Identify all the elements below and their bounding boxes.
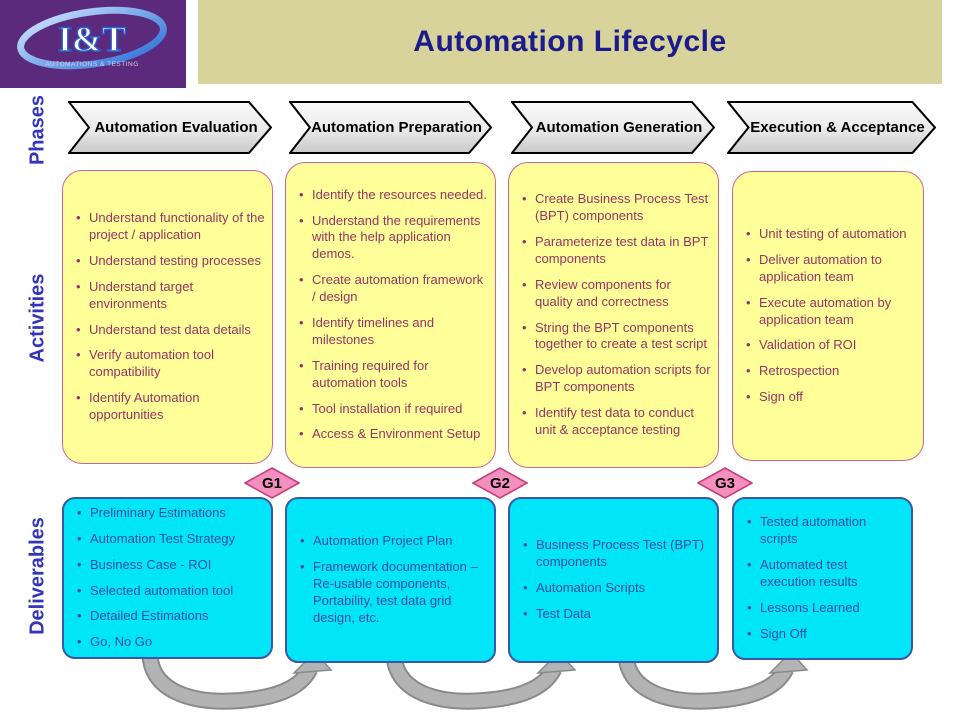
bullet-item: Execute automation by application team [746, 295, 917, 329]
bullet-item: Test Data [523, 606, 711, 623]
phase-arrow-automation-preparation: Automation Preparation [289, 101, 492, 154]
deliverables-box-automation-preparation: Automation Project PlanFramework documen… [285, 497, 496, 663]
phase-arrow-execution-acceptance: Execution & Acceptance [727, 101, 936, 154]
bullet-item: Automation Test Strategy [77, 531, 265, 548]
logo-panel: I&T AUTOMATIONS & TESTING [0, 0, 186, 88]
gate-g3: G3 [697, 467, 753, 499]
activities-box-execution-acceptance: Unit testing of automationDeliver automa… [732, 171, 924, 461]
bullet-item: Go, No Go [77, 634, 265, 651]
flow-arrows [141, 651, 809, 710]
bullet-item: Access & Environment Setup [299, 426, 489, 443]
bullet-item: Review components for quality and correc… [522, 277, 712, 311]
bullet-item: Identify timelines and milestones [299, 315, 489, 349]
activities-list: Understand functionality of the project … [63, 202, 272, 432]
deliverables-list: Business Process Test (BPT) componentsAu… [510, 529, 717, 631]
activities-box-automation-generation: Create Business Process Test (BPT) compo… [508, 162, 719, 468]
gate-g1: G1 [244, 467, 300, 499]
bullet-item: Business Process Test (BPT) components [523, 537, 711, 571]
bullet-item: Automated test execution results [747, 557, 905, 591]
bullet-item: Identify the resources needed. [299, 187, 489, 204]
chevron-arrow-icon [511, 101, 715, 154]
bullet-item: Business Case - ROI [77, 557, 265, 574]
bullet-item: Sign Off [747, 626, 905, 643]
deliverables-box-automation-evaluation: Preliminary EstimationsAutomation Test S… [62, 497, 273, 659]
row-label-activities: Activities [26, 273, 49, 363]
chevron-arrow-icon [68, 101, 272, 154]
activities-box-automation-preparation: Identify the resources needed. Understand… [285, 162, 496, 468]
deliverables-box-automation-generation: Business Process Test (BPT) componentsAu… [508, 497, 719, 663]
bullet-item: Identify Automation opportunities [76, 390, 266, 424]
bullet-item: Automation Project Plan [300, 533, 488, 550]
gate-label: G1 [261, 474, 282, 492]
bullet-item: Understand functionality of the project … [76, 210, 266, 244]
bullet-item: Training required for automation tools [299, 358, 489, 392]
diamond-icon [697, 467, 753, 499]
bullet-item: Unit testing of automation [746, 226, 917, 243]
deliverables-box-execution-acceptance: Tested automation scriptsAutomated test … [732, 497, 913, 660]
bullet-item: Validation of ROI [746, 337, 917, 354]
bullet-item: Verify automation tool compatibility [76, 347, 266, 381]
activities-box-automation-evaluation: Understand functionality of the project … [62, 170, 273, 464]
bullet-item: Understand the requirements with the hel… [299, 213, 489, 264]
bullet-item: Lessons Learned [747, 600, 905, 617]
bullet-item: Understand target environments [76, 279, 266, 313]
bullet-item: Automation Scripts [523, 580, 711, 597]
phase-label: Execution & Acceptance [750, 119, 925, 136]
phase-arrow-automation-generation: Automation Generation [511, 101, 715, 154]
title-bar: Automation Lifecycle [198, 0, 942, 84]
bullet-item: Create automation framework / design [299, 272, 489, 306]
phase-label: Automation Generation [535, 119, 703, 136]
row-label-deliverables: Deliverables [26, 517, 49, 635]
gate-g2: G2 [472, 467, 528, 499]
bullet-item: Tool installation if required [299, 401, 489, 418]
bullet-item: Parameterize test data in BPT components [522, 234, 712, 268]
activities-list: Identify the resources needed. Understand… [286, 179, 495, 452]
diamond-icon [472, 467, 528, 499]
diamond-icon [244, 467, 300, 499]
bullet-item: Preliminary Estimations [77, 505, 265, 522]
phase-label: Automation Evaluation [94, 119, 258, 136]
bullet-item: String the BPT components together to cr… [522, 320, 712, 354]
phase-arrow-automation-evaluation: Automation Evaluation [68, 101, 272, 154]
deliverables-list: Preliminary EstimationsAutomation Test S… [64, 497, 271, 659]
bullet-item: Deliver automation to application team [746, 252, 917, 286]
bullet-item: Develop automation scripts for BPT compo… [522, 362, 712, 396]
bullet-item: Sign off [746, 389, 917, 406]
logo-text: I&T [58, 19, 126, 59]
activities-list: Create Business Process Test (BPT) compo… [509, 183, 718, 447]
bullet-item: Framework documentation – Re-usable comp… [300, 559, 488, 627]
row-label-phases: Phases [26, 94, 49, 166]
deliverables-list: Tested automation scriptsAutomated test … [734, 506, 911, 650]
logo-subtitle: AUTOMATIONS & TESTING [45, 61, 139, 68]
deliverables-list: Automation Project PlanFramework documen… [287, 525, 494, 634]
bullet-item: Create Business Process Test (BPT) compo… [522, 191, 712, 225]
activities-list: Unit testing of automationDeliver automa… [733, 218, 923, 414]
gate-label: G3 [714, 474, 735, 492]
bullet-item: Identify test data to conduct unit & acc… [522, 405, 712, 439]
gate-label: G2 [489, 474, 510, 492]
bullet-item: Understand test data details [76, 322, 266, 339]
curved-arrow-icon [617, 651, 809, 710]
bullet-item: Detailed Estimations [77, 608, 265, 625]
it-logo-icon: I&T AUTOMATIONS & TESTING [17, 6, 167, 70]
bullet-item: Retrospection [746, 363, 917, 380]
bullet-item: Selected automation tool [77, 583, 265, 600]
page-title: Automation Lifecycle [413, 25, 727, 58]
chevron-arrow-icon [289, 101, 492, 154]
phase-label: Automation Preparation [311, 119, 482, 136]
chevron-arrow-icon [727, 101, 936, 154]
bullet-item: Tested automation scripts [747, 514, 905, 548]
bullet-item: Understand testing processes [76, 253, 266, 270]
